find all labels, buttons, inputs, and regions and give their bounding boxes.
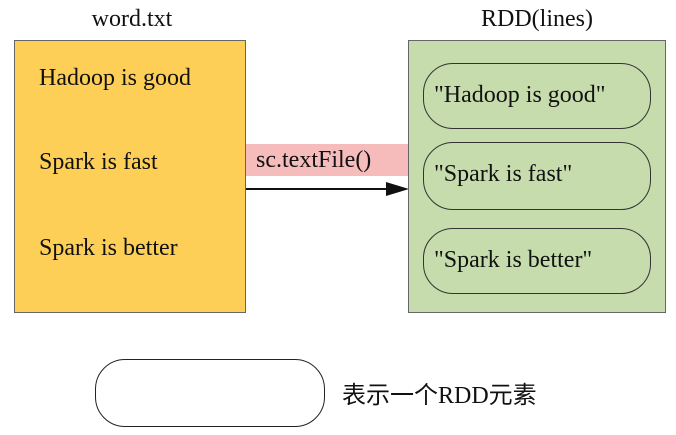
file-line: Hadoop is good — [39, 65, 191, 91]
file-box: Hadoop is good Spark is fast Spark is be… — [14, 40, 246, 313]
operation-highlight — [246, 144, 408, 176]
rdd-box: "Hadoop is good" "Spark is fast" "Spark … — [408, 40, 666, 313]
rdd-title: RDD(lines) — [481, 6, 593, 32]
legend-element-shape — [95, 359, 325, 427]
arrow-head — [386, 182, 409, 196]
rdd-element: "Hadoop is good" — [423, 63, 651, 129]
transform-arrow — [246, 182, 409, 196]
operation-label: sc.textFile() — [256, 147, 372, 173]
rdd-element: "Spark is fast" — [423, 142, 651, 210]
file-line: Spark is fast — [39, 149, 158, 175]
legend-label: 表示一个RDD元素 — [342, 383, 537, 409]
rdd-element: "Spark is better" — [423, 228, 651, 294]
file-title: word.txt — [91, 6, 173, 32]
file-line: Spark is better — [39, 235, 178, 261]
